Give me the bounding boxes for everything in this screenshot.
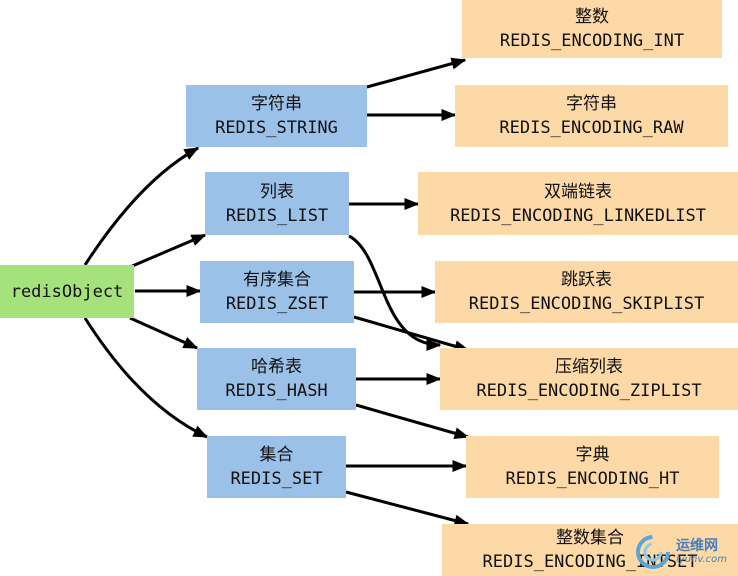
encoding-en-label: REDIS_ENCODING_INTSET [482, 552, 698, 572]
redisobject-label: redisObject [10, 281, 124, 302]
type-node-hash: 哈希表 REDIS_HASH [197, 348, 356, 410]
encoding-node-ziplist: 压缩列表 REDIS_ENCODING_ZIPLIST [440, 348, 738, 410]
encoding-node-intset: 整数集合 REDIS_ENCODING_INTSET [442, 524, 738, 576]
watermark-logo-icon [636, 535, 670, 569]
encoding-cn-label: 压缩列表 [555, 357, 623, 377]
encoding-node-ht: 字典 REDIS_ENCODING_HT [466, 436, 719, 498]
type-en-label: REDIS_STRING [215, 118, 338, 138]
encoding-en-label: REDIS_ENCODING_RAW [499, 118, 684, 138]
encoding-en-label: REDIS_ENCODING_SKIPLIST [468, 294, 705, 314]
encoding-node-linkedlist: 双端链表 REDIS_ENCODING_LINKEDLIST [418, 172, 738, 235]
edge-root-set [83, 317, 209, 439]
encoding-cn-label: 跳跃表 [561, 270, 612, 290]
edge-list-ziplist [348, 234, 442, 351]
encoding-en-label: REDIS_ENCODING_ZIPLIST [476, 381, 702, 401]
encoding-en-label: REDIS_ENCODING_INT [499, 31, 685, 51]
type-en-label: REDIS_LIST [225, 205, 329, 226]
type-cn-label: 列表 [260, 181, 294, 202]
encoding-cn-label: 整数集合 [556, 528, 624, 548]
type-cn-label: 集合 [259, 445, 294, 465]
edge-root-hash [129, 316, 199, 350]
encoding-cn-label: 字典 [575, 445, 610, 465]
encoding-en-label: REDIS_ENCODING_HT [505, 469, 680, 489]
type-en-label: REDIS_SET [230, 469, 323, 489]
encoding-en-label: REDIS_ENCODING_LINKEDLIST [450, 205, 706, 226]
encoding-node-int: 整数 REDIS_ENCODING_INT [462, 0, 722, 58]
type-cn-label: 有序集合 [243, 270, 311, 290]
type-en-label: REDIS_ZSET [225, 294, 329, 314]
watermark-line2: iyunv.com [676, 554, 728, 565]
edge-root-string [83, 146, 200, 266]
watermark-line1: 运维网 [676, 538, 718, 554]
encoding-cn-label: 双端链表 [544, 181, 612, 202]
encoding-cn-label: 整数 [575, 7, 609, 27]
edge-root-list [129, 233, 207, 269]
type-cn-label: 字符串 [251, 94, 302, 114]
encoding-cn-label: 字符串 [566, 94, 617, 114]
edge-set-intset [345, 490, 470, 527]
watermark: 运维网 iyunv.com [634, 528, 738, 576]
redisobject-node: redisObject [0, 265, 134, 318]
edge-zset-ziplist [353, 315, 470, 353]
type-node-set: 集合 REDIS_SET [207, 436, 346, 498]
edge-hash-ht [355, 403, 470, 440]
type-node-string: 字符串 REDIS_STRING [186, 85, 367, 147]
type-cn-label: 哈希表 [251, 357, 302, 377]
type-en-label: REDIS_HASH [225, 381, 328, 401]
encoding-node-skiplist: 跳跃表 REDIS_ENCODING_SKIPLIST [435, 261, 738, 323]
type-node-zset: 有序集合 REDIS_ZSET [200, 261, 354, 323]
edge-string-int [366, 57, 467, 89]
encoding-node-raw: 字符串 REDIS_ENCODING_RAW [455, 85, 728, 147]
type-node-list: 列表 REDIS_LIST [205, 172, 349, 235]
